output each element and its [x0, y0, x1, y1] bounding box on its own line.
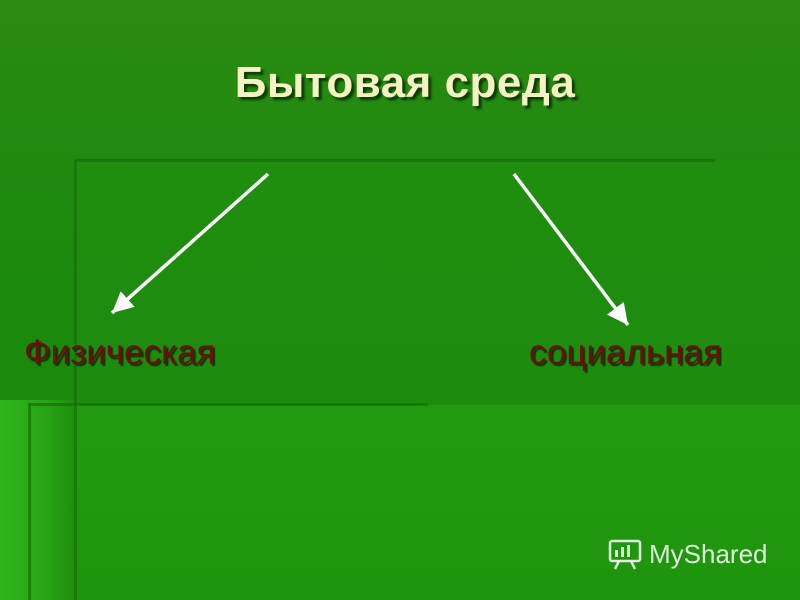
background-panel — [28, 405, 800, 600]
arrow-to-physical — [110, 172, 270, 315]
divider-line — [74, 160, 77, 600]
social-label: социальная — [529, 333, 722, 372]
arrow-to-social — [512, 172, 630, 327]
physical-label: Физическая — [24, 333, 216, 372]
presentation-board-icon — [608, 539, 642, 570]
watermark-text: MyShared — [649, 538, 768, 569]
watermark[interactable]: MyShared — [607, 536, 768, 572]
divider-line — [28, 403, 428, 406]
divider-line — [75, 159, 715, 162]
divider-line — [28, 405, 31, 600]
slide-title: Бытовая среда — [234, 58, 576, 107]
background-strip — [0, 400, 75, 600]
background-panel — [75, 160, 800, 405]
